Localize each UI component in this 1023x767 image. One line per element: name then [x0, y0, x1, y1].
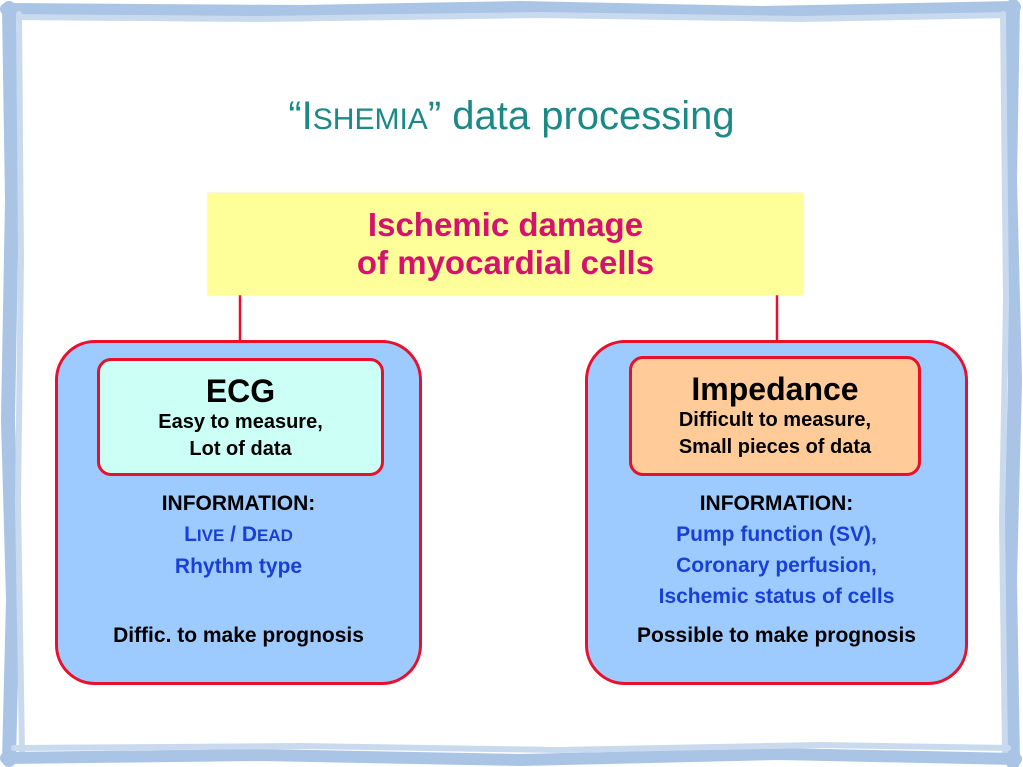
ecg-heading: ECG — [205, 373, 276, 409]
impedance-sub2: Small pieces of data — [678, 436, 872, 458]
dead-initial: D — [241, 523, 257, 546]
impedance-info-line3: Ischemic status of cells — [658, 585, 895, 608]
impedance-info-line2: Coronary perfusion, — [676, 554, 877, 577]
ecg-information: INFORMATION: LIVE / DEAD Rhythm type — [57, 488, 420, 582]
title-smallcaps: SHEMIA — [312, 103, 428, 136]
impedance-sub1: Difficult to measure, — [678, 409, 872, 431]
frame-top-stroke — [0, 0, 1021, 19]
frame-right-stroke — [1002, 0, 1023, 767]
live-initial: L — [184, 523, 197, 546]
frame-left-stroke — [0, 1, 21, 767]
impedance-box: Impedance Difficult to measure, Small pi… — [629, 356, 921, 476]
title-initial: I — [301, 94, 313, 138]
impedance-info-line1: Pump function (SV), — [676, 523, 877, 546]
top-box-line1: Ischemic damage — [367, 206, 644, 243]
impedance-heading: Impedance — [691, 371, 859, 407]
ecg-rhythm-type: Rhythm type — [174, 555, 303, 578]
ecg-sub1: Easy to measure, — [158, 411, 323, 433]
ecg-sub2: Lot of data — [189, 438, 292, 460]
frame-top-stroke-2 — [7, 11, 1013, 23]
ecg-info-label: INFORMATION: — [161, 492, 316, 515]
slide-title: “ISHEMIA” data processing — [0, 92, 1023, 144]
ecg-box: ECG Easy to measure, Lot of data — [97, 358, 384, 476]
impedance-info-label: INFORMATION: — [699, 492, 854, 515]
frame-bottom-stroke-2 — [11, 741, 1011, 754]
ecg-live-dead: LIVE / DEAD — [57, 519, 420, 551]
live-dead-slash: / — [224, 523, 242, 546]
title-rest: ” data processing — [427, 94, 735, 138]
impedance-prognosis: Possible to make prognosis — [637, 624, 916, 647]
dead-rest: EAD — [257, 526, 293, 545]
title-open-quote: “ — [288, 94, 302, 138]
impedance-information: INFORMATION: Pump function (SV), Coronar… — [587, 488, 966, 612]
live-rest: IVE — [196, 526, 225, 545]
frame-bottom-stroke — [0, 747, 1022, 767]
ischemic-damage-box: Ischemic damage of myocardial cells — [208, 193, 803, 295]
top-box-line2: of myocardial cells — [356, 244, 655, 281]
frame-left-stroke-2 — [14, 11, 25, 755]
frame-right-stroke-2 — [998, 11, 1010, 755]
ecg-prognosis: Diffic. to make prognosis — [113, 624, 364, 647]
